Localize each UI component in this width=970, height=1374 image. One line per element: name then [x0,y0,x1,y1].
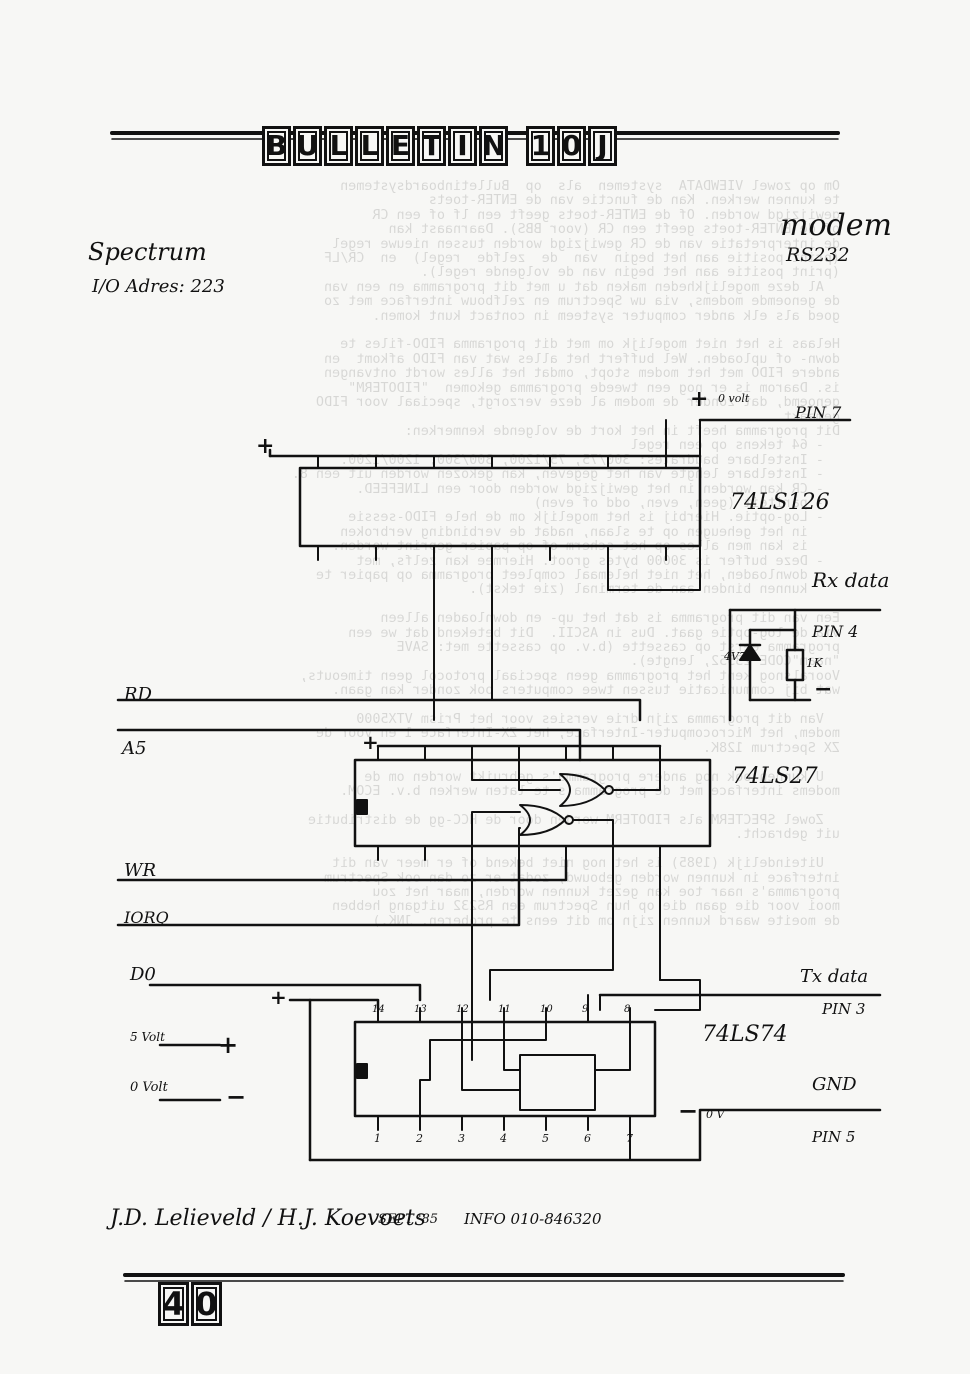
label-0volt: 0 Volt [130,1080,168,1095]
pin-number: 3 [458,1132,465,1145]
header-char: I [448,126,477,166]
header-char: L [355,126,384,166]
nor-gate-upper [559,773,606,807]
label-0v-gnd: 0 V [706,1108,725,1121]
label-5volt: 5 Volt [130,1030,165,1044]
pin-number: 4 [500,1132,507,1145]
label-0volt-top: 0 volt [718,392,750,405]
bulletin-header: B U L L E T I N 1 0 J [262,126,619,166]
label-rx-data: Rx data [812,568,890,592]
label-rs232: RS232 [786,244,850,266]
page-number-char: 4 [158,1282,189,1326]
label-pin5: PIN 5 [812,1128,856,1146]
minus-symbol: − [814,676,833,702]
credits: J.D. Lelieveld / H.J. Koevoets [110,1206,426,1231]
header-char: 0 [557,126,586,166]
chip2-pins [377,745,661,861]
header-space [510,126,524,160]
pin-number: 14 [372,1004,385,1015]
chip-74ls27 [353,758,712,848]
label-pin4: PIN 4 [812,622,859,641]
label-a5: A5 [122,738,147,759]
pin-number: 1 [374,1132,381,1145]
credits-info: INFO 010-846320 [464,1210,602,1228]
plus-symbol: + [690,386,709,412]
pin-number: 2 [416,1132,423,1145]
header-char: J [588,126,617,166]
header-char: 1 [526,126,555,166]
plus-symbol: + [362,730,379,754]
label-74ls126: 74LS126 [730,490,830,515]
label-74ls74: 74LS74 [702,1022,788,1047]
chip-74ls126 [298,466,702,548]
plus-symbol: + [270,985,287,1009]
label-pin7: PIN 7 [795,403,842,422]
pin-number: 7 [626,1132,633,1145]
pin-number: 5 [542,1132,549,1145]
nor-gate-lower [519,804,566,836]
plus-symbol: + [218,1030,239,1059]
header-char: U [293,126,322,166]
label-74ls27: 74LS27 [732,764,818,789]
header-char: B [262,126,291,166]
header-char: T [417,126,446,166]
pin-number: 10 [540,1004,553,1015]
pin-number: 11 [498,1004,511,1015]
page-number-char: 0 [191,1282,222,1326]
header-char: N [479,126,508,166]
pin-number: 8 [624,1004,631,1015]
label-wr: WR [124,860,157,881]
minus-symbol: − [226,1082,247,1111]
label-io-address: I/O Adres: 223 [92,276,225,297]
label-resistor-1k: 1K [806,656,823,670]
label-d0: D0 [130,964,156,985]
label-gnd: GND [812,1074,857,1095]
page-number: 4 0 [158,1282,224,1326]
label-zener-4v7: 4V7 [724,650,746,663]
label-spectrum: Spectrum [88,238,207,266]
credits-date: SEPT '85 [378,1212,439,1227]
chip3-pins [377,1007,631,1131]
header-char: L [324,126,353,166]
minus-symbol: − [678,1096,699,1125]
pin-number: 12 [456,1004,469,1015]
plus-symbol: + [256,433,275,459]
chip1-pins [317,455,667,561]
pin-number: 9 [582,1004,589,1015]
header-char: E [386,126,415,166]
label-rd: RD [124,684,152,705]
flip-flop-block [519,1054,596,1111]
label-iorq: IORQ [124,908,169,927]
pin-number: 13 [414,1004,427,1015]
label-pin3: PIN 3 [822,1000,866,1018]
label-tx-data: Tx data [800,966,869,987]
pin-number: 6 [584,1132,591,1145]
resistor-1k [785,648,805,682]
label-modem: modem [780,208,892,243]
